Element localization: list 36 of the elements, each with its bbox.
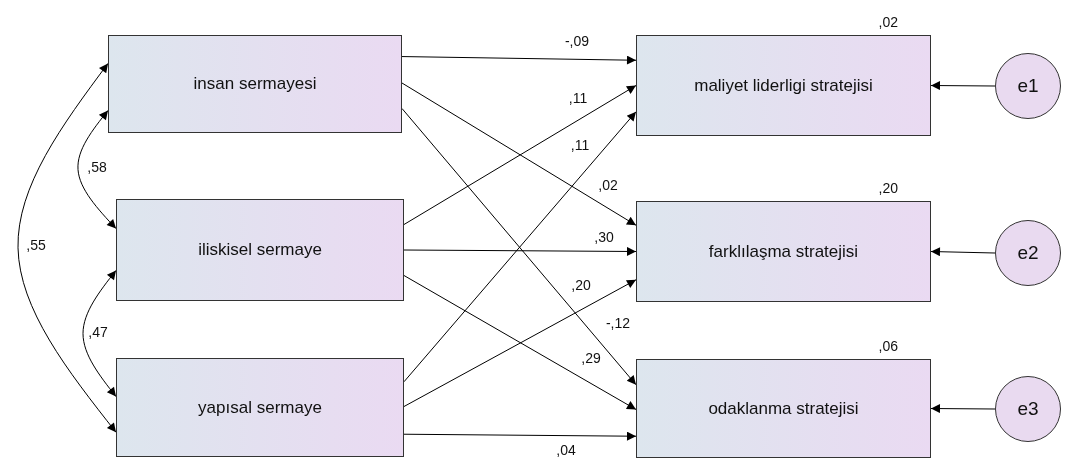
path-coefficient: ,29 [580, 350, 602, 366]
path-coefficient: ,47 [87, 324, 109, 340]
node-label: iliskisel sermaye [198, 240, 322, 260]
r-squared-value: ,02 [878, 14, 898, 30]
node-label: maliyet liderligi stratejisi [694, 75, 873, 96]
covariance-arrow [17, 62, 117, 433]
covariance-arrow [77, 109, 117, 230]
path-arrow [403, 431, 637, 441]
covariance-arrow [82, 269, 117, 398]
path-coefficient: -,09 [563, 33, 591, 49]
variable-box [108, 35, 402, 133]
node-label: yapısal sermaye [198, 397, 322, 418]
node-label: e3 [1017, 398, 1039, 420]
r-squared-value: ,06 [878, 338, 898, 354]
r-squared-value: ,20 [878, 180, 898, 196]
node-label: odaklanma stratejisi [708, 398, 859, 419]
path-arrow [403, 246, 637, 256]
variable-box [116, 358, 404, 457]
node-label: e1 [1017, 75, 1039, 97]
path-coefficient: ,11 [567, 90, 589, 106]
path-coefficient: ,20 [570, 277, 592, 293]
path-coefficient: -,12 [604, 315, 632, 331]
node-label: insan sermayesi [193, 74, 317, 94]
path-arrow [930, 81, 996, 91]
path-arrow [401, 55, 637, 65]
path-arrow [930, 247, 996, 257]
node-label: e2 [1017, 242, 1039, 264]
path-coefficient: ,55 [25, 237, 47, 253]
path-coefficient: ,02 [597, 177, 619, 193]
path-arrow [930, 404, 996, 414]
path-coefficient: ,11 [569, 137, 591, 153]
variable-box [116, 199, 404, 301]
path-coefficient: ,30 [593, 229, 615, 245]
path-coefficient: ,58 [86, 159, 108, 175]
path-coefficient: ,04 [555, 442, 577, 458]
node-label: farklılaşma stratejisi [708, 241, 859, 262]
